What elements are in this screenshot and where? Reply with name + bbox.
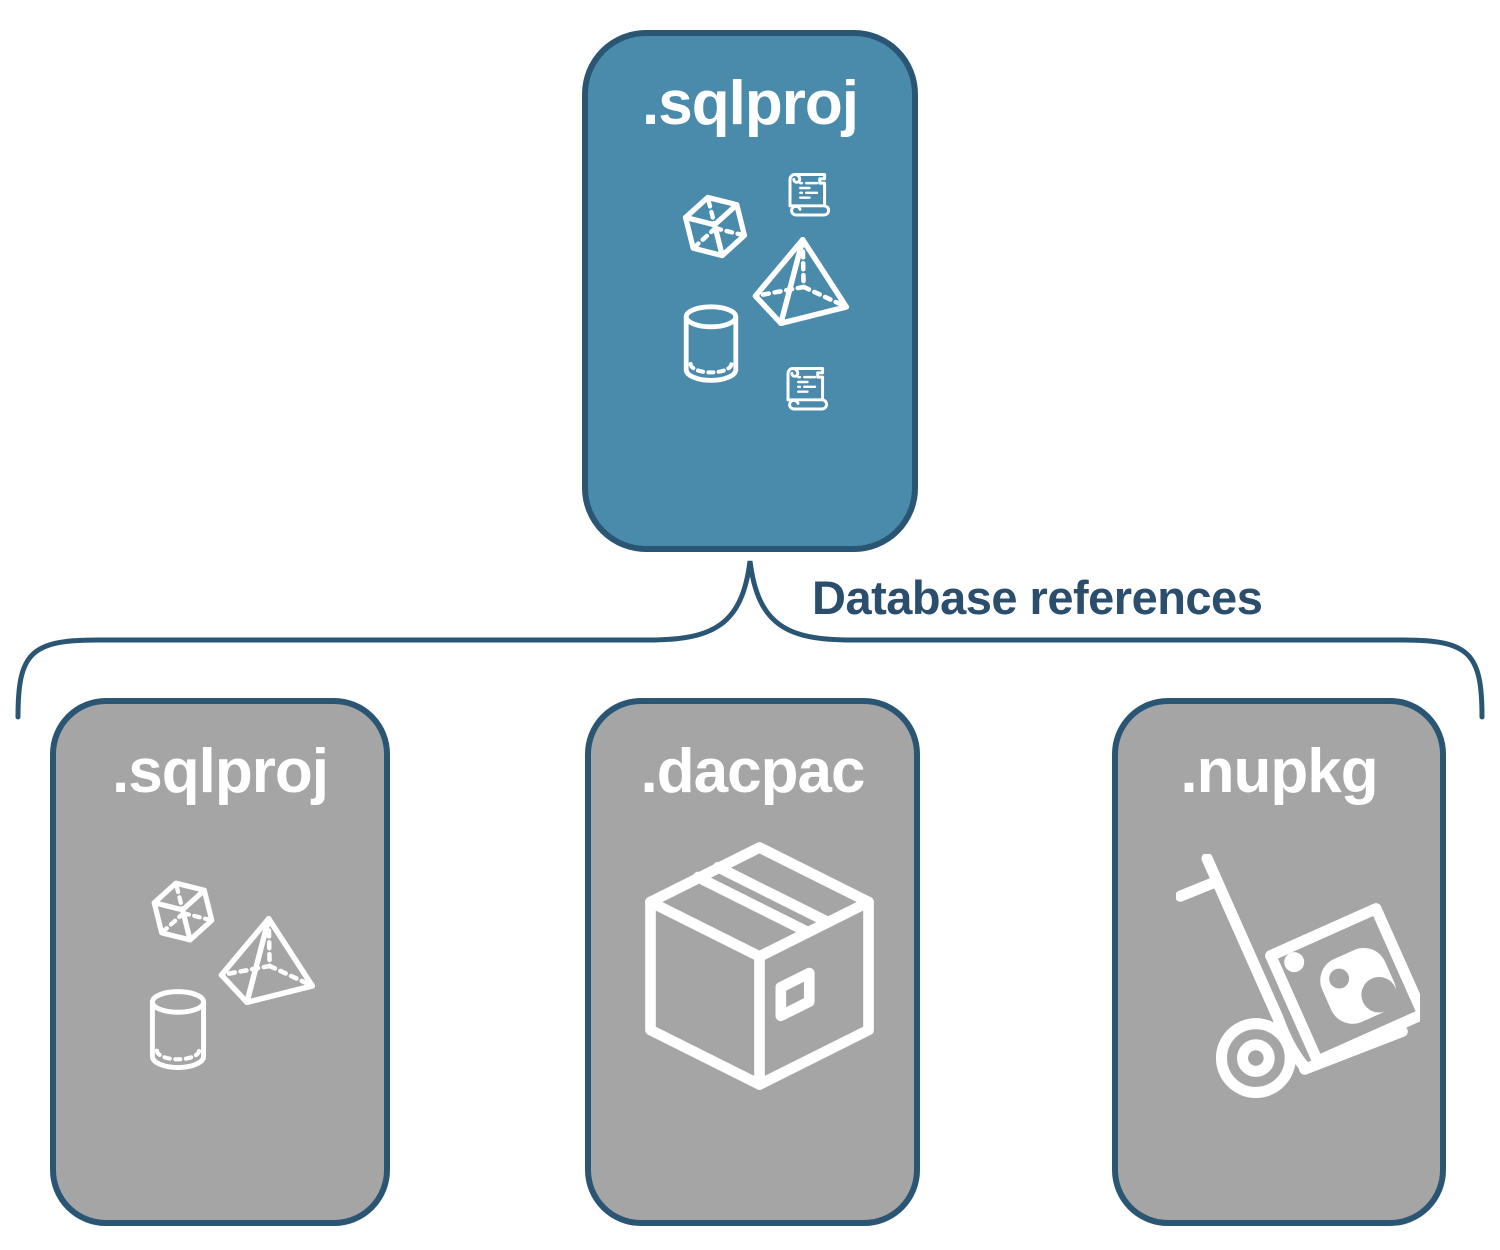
package-box-icon xyxy=(641,838,878,1094)
brace-connector xyxy=(15,560,1485,720)
cube-icon xyxy=(140,872,226,958)
referenced-dacpac-card: .dacpac xyxy=(585,698,920,1226)
referenced-nupkg-card-title: .nupkg xyxy=(1180,737,1378,806)
referenced-sqlproj-card-title: .sqlproj xyxy=(112,737,329,806)
cylinder-icon xyxy=(679,304,743,384)
referenced-nupkg-card: .nupkg xyxy=(1112,698,1446,1226)
cube-icon xyxy=(671,186,759,274)
database-references-label: Database references xyxy=(812,571,1263,624)
scroll-icon xyxy=(783,167,837,223)
sqlproj-project-card: .sqlproj xyxy=(582,30,918,552)
pyramid-icon xyxy=(750,236,850,327)
hand-truck-nuget-package-icon xyxy=(1176,854,1420,1098)
referenced-sqlproj-card: .sqlproj xyxy=(50,698,390,1226)
referenced-dacpac-card-title: .dacpac xyxy=(640,737,866,806)
scroll-icon xyxy=(781,360,835,418)
pyramid-icon xyxy=(216,915,316,1006)
sqlproj-card-title: .sqlproj xyxy=(642,69,859,138)
cylinder-icon xyxy=(145,988,211,1072)
